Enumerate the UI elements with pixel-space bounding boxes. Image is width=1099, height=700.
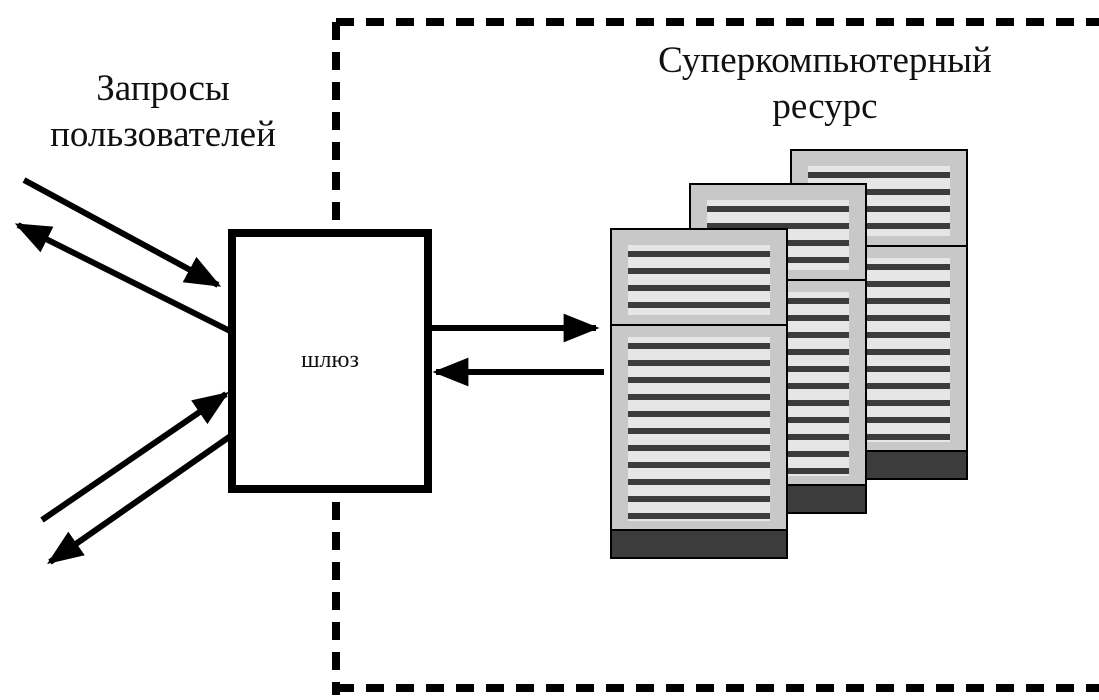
gateway-label: шлюз — [301, 347, 359, 373]
request-in-arrow-lower — [40, 391, 229, 523]
supercomputer-label-line2: ресурс — [772, 86, 878, 127]
user-requests-label-line1: Запросы — [96, 68, 230, 109]
user-requests-label: Запросы пользователей — [18, 66, 308, 158]
server-rack-icon — [610, 228, 788, 559]
supercomputer-label-line1: Суперкомпьютерный — [658, 40, 992, 81]
user-requests-label-line2: пользователей — [50, 114, 276, 155]
response-out-arrow-lower — [47, 432, 234, 565]
supercomputer-resource-label: Суперкомпьютерный ресурс — [615, 38, 1035, 130]
gateway-box — [228, 229, 432, 493]
request-in-arrow-upper — [22, 177, 222, 288]
response-out-arrow-upper — [14, 222, 234, 335]
